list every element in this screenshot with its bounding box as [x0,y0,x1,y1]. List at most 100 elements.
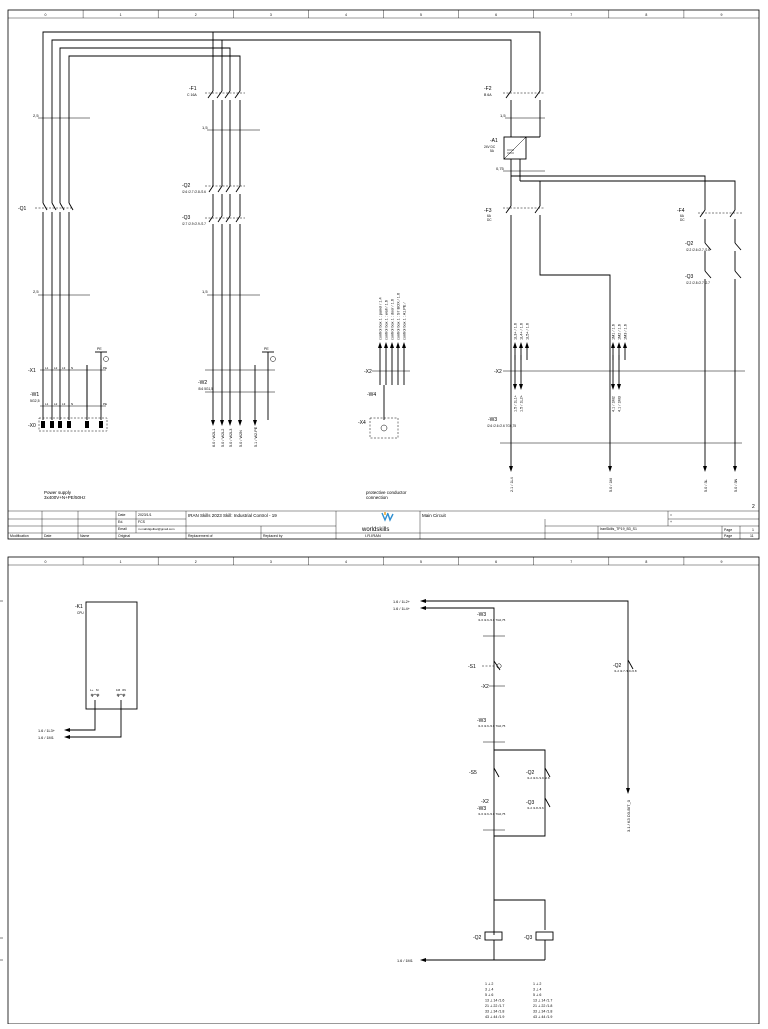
k1-pin-label: M [96,688,99,692]
contact-entry: 3 ⟂ 4 [533,988,541,992]
control-box-arrow [384,342,388,348]
w2-cable-label: 5.0 / W2L2 [221,429,225,447]
q2-contact-list: 1 ⟂ 23 ⟂ 45 ⟂ 613 ⟂ 14 /1.621 ⟂ 22 /1.73… [485,982,504,1019]
column-number: 4 [345,13,347,17]
a1-output-lines [510,159,736,205]
tb-eq1: = [670,513,672,517]
x1-terminal-label: PE [103,366,107,370]
contact-entry: 33 ⟂ 34 /1.8 [533,1010,552,1014]
q3-label: -Q3 [182,215,191,221]
f1-label: -F1 [189,86,197,92]
q2r-refs: /2.2 /2.6 /2.7 /2.6 [686,248,710,252]
potential-mid-2: 1,5 [202,289,208,294]
w2-cable-label: 5.1 / W2.PE [254,426,258,447]
control-box-label: control box 1 : S7 BOX / 1.6 [397,293,401,340]
w2-cable-label: 6.0 / W2L1 [212,429,216,447]
bottom-arrow [608,466,612,472]
right-ref: 3.1 / K3 D3-BIT_0 [626,799,631,832]
q3-refs: /2.7 /2.9 /2.9 /2.7 [182,222,206,226]
x0-terminal-block [58,421,62,428]
tb-ed: FCS [138,520,146,524]
tb-replacement: Replacement of [188,534,213,538]
potential-right-2: 0,75 [496,166,505,171]
q2-label: -Q2 [182,183,191,189]
f4-label: -F4 [677,208,685,214]
q2r-label-p2: -Q2 [613,663,622,669]
tb-page-no: 1 [752,528,754,532]
contact-entry: 43 ⟂ 44 /1.9 [485,1015,504,1019]
x2-output-label: 1.5 / 1L1+ [514,394,518,412]
x0-terminal-block [67,421,71,428]
column-number: 5 [420,13,422,17]
w1-core-label: N [71,402,73,406]
column-number: 9 [720,13,722,17]
k1-label: -K1 [75,604,83,610]
tb-email: m.mahdigolbar@gmail.com [138,527,175,531]
x2-label-right: -X2 [494,369,502,375]
x1-lines [42,365,102,420]
column-number: 3 [270,13,272,17]
potential-left-2: 2,5 [33,289,39,294]
w3b-label: -W3 [477,718,486,724]
x1-terminal-label: L2 [54,366,58,370]
w3-type-right: /2.6 /2.6 /2.6 7G0,75 [487,424,516,428]
contact-entry: 5 ⟂ 6 [533,993,541,997]
x0-terminal-block [41,421,45,428]
logo-sub: I.R.IRAN [365,533,381,538]
bottom-arrow [733,466,737,472]
x2-input-label: 1L5+ / 1.6 [526,323,530,340]
w2-arrow [238,420,242,426]
potential-right-1: 1,5 [500,113,506,118]
contact-entry: 21 ⟂ 22 /1.7 [485,1004,504,1008]
column-number: 2 [195,13,197,17]
x1-label: -X1 [28,368,36,374]
f3-label: -F3 [484,208,492,214]
s1-label: -S1 [468,664,476,670]
bottom-ref-label: 2.1 / 1L4 [510,477,514,492]
column-number: 7 [570,13,572,17]
q3-contactor-main: -Q3 /2.7 /2.9 /2.9 /2.7 [182,210,256,420]
column-number: 8 [645,560,647,564]
w1-core-label: PE [103,402,107,406]
w1-core-label: L2 [54,402,58,406]
control-box-arrow [378,342,382,348]
x2-output-arrow [513,384,517,390]
q2c-label: -Q2 [526,770,535,776]
control-box-label: control box 1 : wall / 1.6 [385,300,389,340]
x0-terminal-block [85,421,89,428]
x2-input-label: 1L4+ / 1.6 [520,323,524,340]
w1-label: -W1 [30,392,39,398]
pe-label-mid: PE [264,347,269,351]
motor-input-label: 1M3 / 1.6 [624,324,628,340]
bottom-arrow [509,466,513,472]
tb-project: IRAN Skills 2023 Skill: Industrial Contr… [188,513,277,518]
q2-refs: /2.6 /2.7 /2.8 /2.6 [182,190,206,194]
control-box-label: control box 1 : door / 1.6 [391,299,395,340]
tb-modification: Modification [10,534,29,538]
q3c-label: -Q3 [526,800,535,806]
motor-input-arrow [623,342,627,348]
contact-entry: 43 ⟂ 44 /1.9 [533,1015,552,1019]
x1-terminal-label: L3 [62,366,66,370]
contact-entry: 3 ⟂ 4 [485,988,493,992]
x2-input-arrow [525,342,529,348]
pe-ground-left: PE [95,347,109,410]
motor-input-label: 1M1 / 1.6 [612,324,616,340]
page1-power-rails [42,31,541,410]
pe-ground-mid: PE [262,347,276,420]
f1-breaker: -F1 C 16A [187,85,245,180]
bottom-ref: 1.6 / 1M1 [397,959,413,963]
k1-pin-label: 1M [116,688,121,692]
column-number: 6 [495,560,497,564]
motor-input-arrow [617,342,621,348]
